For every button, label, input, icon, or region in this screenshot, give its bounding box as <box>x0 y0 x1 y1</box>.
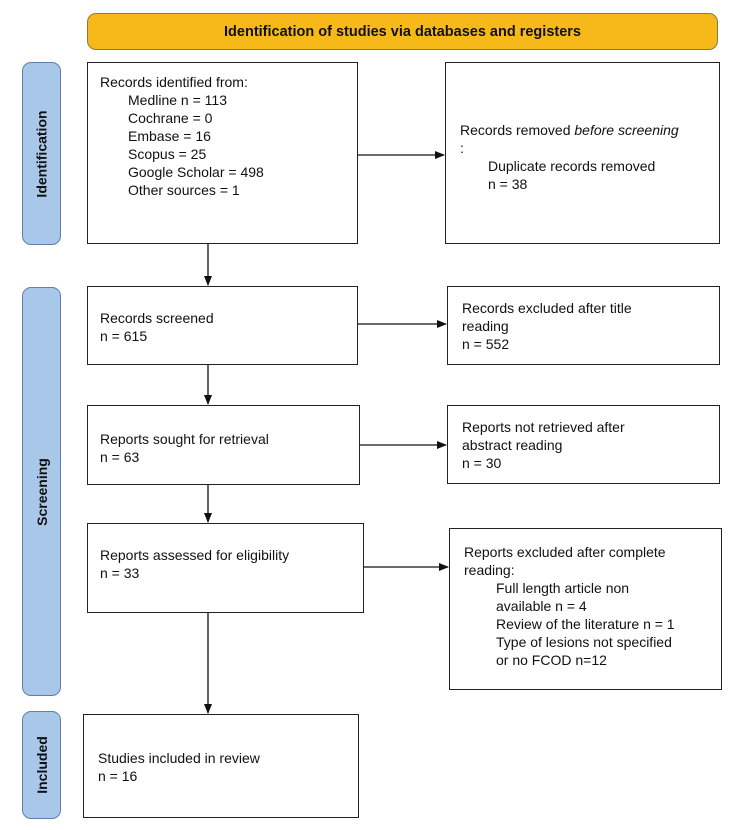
reports-excluded-full-box: Reports excluded after complete reading:… <box>449 528 722 690</box>
excluded-title-line1: Records excluded after title <box>462 300 632 316</box>
not-retrieved-count: n = 30 <box>462 455 502 471</box>
phase-identification: Identification <box>22 62 61 245</box>
source-cochrane: Cochrane = 0 <box>128 110 213 126</box>
exclusion-reason: Review of the literature n = 1 <box>496 616 675 632</box>
records-screened-title: Records screened <box>100 310 214 326</box>
duplicates-removed: Duplicate records removed <box>488 158 656 174</box>
records-screened-count: n = 615 <box>100 328 148 344</box>
records-removed-title: Records removed before screening <box>460 121 719 139</box>
phase-screening: Screening <box>22 287 61 696</box>
not-retrieved-line2: abstract reading <box>462 437 563 453</box>
source-embase: Embase = 16 <box>128 128 211 144</box>
removed-title-suffix: : <box>460 140 464 156</box>
reports-assessed-count: n = 33 <box>100 565 140 581</box>
source-scopus: Scopus = 25 <box>128 146 207 162</box>
phase-included: Included <box>22 711 61 819</box>
source-other: Other sources = 1 <box>128 182 240 198</box>
excluded-full-line1: Reports excluded after complete <box>464 544 666 560</box>
source-medline: Medline n = 113 <box>128 92 227 108</box>
records-screened-box: Records screened n = 615 <box>87 286 358 365</box>
records-identified-box: Records identified from: Medline n = 113… <box>87 62 358 244</box>
exclusion-reason: Full length article non <box>496 580 630 596</box>
reports-not-retrieved-box: Reports not retrieved after abstract rea… <box>447 405 720 484</box>
source-google-scholar: Google Scholar = 498 <box>128 164 264 180</box>
excluded-title-line2: reading <box>462 318 509 334</box>
duplicates-count: n = 38 <box>488 176 528 192</box>
header-banner: Identification of studies via databases … <box>87 13 718 50</box>
not-retrieved-line1: Reports not retrieved after <box>462 419 625 435</box>
excluded-full-line2: reading: <box>464 562 515 578</box>
studies-included-box: Studies included in review n = 16 <box>83 714 359 818</box>
reports-sought-box: Reports sought for retrieval n = 63 <box>87 405 360 485</box>
reports-sought-count: n = 63 <box>100 449 140 465</box>
reports-sought-title: Reports sought for retrieval <box>100 431 269 447</box>
removed-title-em: before screening <box>574 122 679 138</box>
header-title: Identification of studies via databases … <box>224 23 581 40</box>
exclusion-reason: available n = 4 <box>496 598 587 614</box>
exclusion-reason: or no FCOD n=12 <box>496 652 607 668</box>
records-excluded-title-box: Records excluded after title reading n =… <box>447 286 720 365</box>
studies-included-title: Studies included in review <box>98 750 260 766</box>
records-removed-box: Records removed before screening : Dupli… <box>445 62 720 244</box>
exclusion-reason: Type of lesions not specified <box>496 634 672 650</box>
reports-assessed-title: Reports assessed for eligibility <box>100 547 290 563</box>
excluded-title-count: n = 552 <box>462 336 510 352</box>
reports-assessed-box: Reports assessed for eligibility n = 33 <box>87 523 364 613</box>
records-identified-title: Records identified from: <box>100 74 248 90</box>
studies-included-count: n = 16 <box>98 768 138 784</box>
removed-title-prefix: Records removed <box>460 122 575 138</box>
